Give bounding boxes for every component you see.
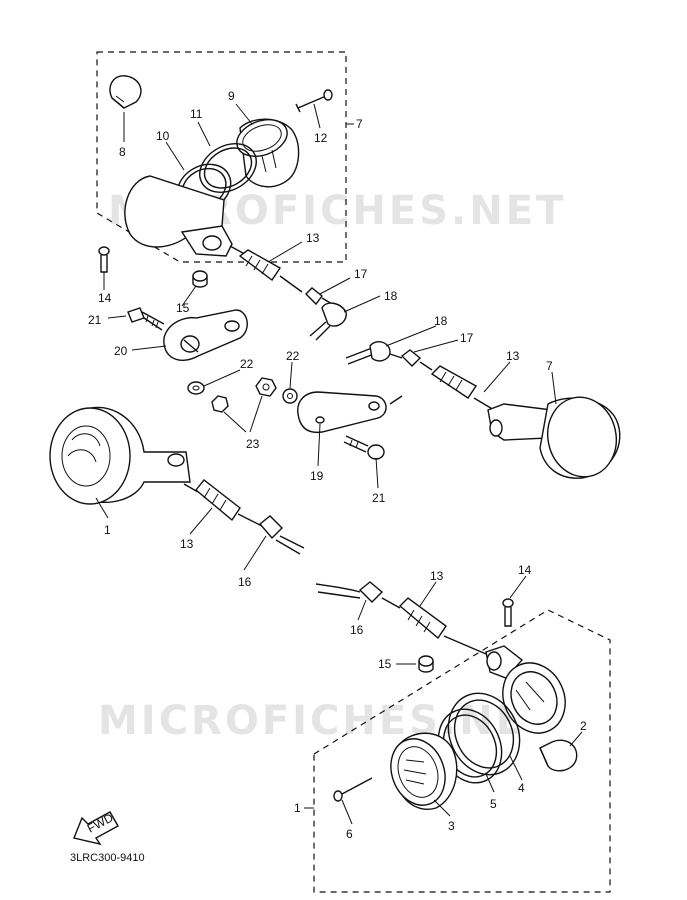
bracket-19-icon (297, 391, 403, 434)
callout-1-bottom: 1 (294, 801, 301, 815)
callout-13-top: 13 (306, 231, 320, 245)
bracket-20-icon (163, 309, 248, 361)
callout-17-right: 17 (460, 331, 474, 345)
grommet-13-right-icon (430, 365, 495, 411)
callout-21-right: 21 (372, 491, 386, 505)
callout-18-top: 18 (384, 289, 398, 303)
washer-22-left-icon (187, 381, 205, 395)
callout-15-bottom: 15 (378, 657, 392, 671)
signal-left-icon (49, 406, 191, 505)
connector-16-bottom-icon (358, 581, 401, 609)
group-box-bottom (313, 609, 611, 893)
bolt-14-bottom-icon (502, 598, 514, 627)
callouts: 7 8 9 11 10 12 13 14 15 17 18 21 (88, 89, 587, 841)
callout-22-left: 22 (240, 357, 254, 371)
callout-4: 4 (518, 781, 525, 795)
connector-17-right-icon (389, 349, 433, 371)
callout-19: 19 (310, 469, 324, 483)
callout-14-bottom: 14 (518, 563, 532, 577)
gasket-11-icon (199, 143, 257, 193)
callout-10: 10 (156, 129, 170, 143)
callout-12: 12 (314, 131, 328, 145)
callout-9: 9 (228, 89, 235, 103)
callout-13-left: 13 (180, 537, 194, 551)
signal-housing-top-icon (124, 175, 253, 259)
screw-6-icon (333, 777, 373, 802)
connector-16-left-icon (258, 515, 305, 555)
callout-13-right: 13 (506, 349, 520, 363)
bolt-21-right-icon (343, 435, 385, 460)
callout-7-top: 7 (356, 117, 363, 131)
callout-21-left: 21 (88, 313, 102, 327)
watermark-bottom: MICROFICHES.NET (98, 698, 556, 744)
callout-20: 20 (114, 344, 128, 358)
lens-9-icon (236, 118, 300, 188)
nut-15-bottom-icon (418, 655, 434, 673)
callout-2: 2 (580, 719, 587, 733)
connector-17-top-icon (305, 287, 333, 306)
nut-15-top-icon (192, 270, 208, 288)
diagram-code: 3LRC300-9410 (70, 852, 145, 864)
connector-18-right-icon (345, 341, 391, 365)
lens-3-icon (390, 732, 458, 810)
callout-5: 5 (490, 797, 497, 811)
callout-13-bottom: 13 (430, 569, 444, 583)
callout-6: 6 (346, 827, 353, 841)
connector-18-top-icon (309, 302, 347, 341)
callout-18-right: 18 (434, 314, 448, 328)
screw-12-icon (295, 89, 333, 113)
callout-23: 23 (246, 437, 260, 451)
callout-16-left: 16 (238, 575, 252, 589)
signal-housing-bottom-icon (485, 645, 566, 734)
fwd-arrow-icon: FWD (73, 810, 119, 846)
callout-15-top: 15 (176, 301, 190, 315)
callout-11-top: 11 (190, 107, 203, 121)
callout-17-top: 17 (354, 267, 368, 281)
bolt-21-left-icon (127, 307, 165, 331)
grommet-13-left-icon (183, 479, 263, 527)
grommet-13-bottom-icon (398, 597, 487, 655)
nut-23-left-icon (211, 395, 229, 413)
callout-22-right: 22 (286, 349, 300, 363)
grommet-13-top-icon (238, 249, 303, 293)
bulb-2-icon (539, 739, 578, 772)
callout-14-top: 14 (98, 291, 112, 305)
bulb-8-icon (109, 75, 142, 109)
wire-bottom-icon (315, 583, 361, 599)
bolt-14-top-icon (98, 246, 110, 273)
nut-23-right-icon (255, 377, 277, 397)
callout-8: 8 (119, 145, 126, 159)
washer-22-right-icon (282, 388, 298, 404)
signal-right-icon (487, 396, 621, 479)
callout-7-right: 7 (546, 359, 553, 373)
callout-16-bottom: 16 (350, 623, 364, 637)
callout-1-left: 1 (104, 523, 111, 537)
callout-3: 3 (448, 819, 455, 833)
